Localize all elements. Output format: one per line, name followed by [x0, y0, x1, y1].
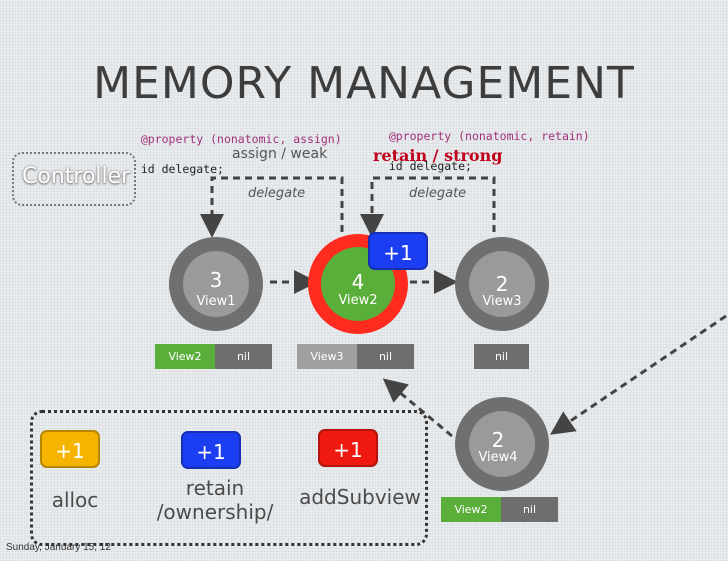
view4-count: 2 — [491, 428, 505, 452]
code-assign: @property (nonatomic, assign) id delegat… — [127, 117, 342, 177]
code-assign-keyword: @property — [140, 132, 204, 146]
retain-label: retain /ownership/ — [156, 476, 274, 524]
retain-badge-view2: +1 — [368, 232, 428, 270]
alloc-badge: +1 — [40, 430, 100, 468]
code-assign-decl: id delegate; — [140, 162, 224, 176]
code-assign-attrs: (nonatomic, assign) — [210, 132, 342, 146]
view4-circle[interactable] — [452, 394, 552, 494]
view3-circle[interactable] — [452, 234, 552, 334]
view1-circle[interactable] — [166, 234, 266, 334]
view4-name: View4 — [478, 450, 518, 465]
view3-prop-nil: nil — [474, 344, 529, 369]
view1-prop-value: View2 — [155, 344, 215, 369]
delegate-arrow-left — [200, 176, 344, 238]
delegate-label-right: delegate — [409, 186, 467, 201]
footer-date: Sunday, January 15, 12 — [6, 542, 111, 553]
code-retain-keyword: @property — [388, 129, 452, 143]
view2-prop-value: View3 — [297, 344, 357, 369]
delegate-label-left: delegate — [248, 186, 306, 201]
retain-badge: +1 — [181, 431, 241, 469]
view2-name: View2 — [338, 293, 378, 308]
code-retain-attrs: (nonatomic, retain) — [458, 129, 590, 143]
view2-prop-nil: nil — [357, 344, 414, 369]
view1-count: 3 — [209, 268, 223, 292]
view3-name: View3 — [482, 294, 522, 309]
delegate-arrow-right — [360, 176, 496, 238]
legend-box — [30, 410, 428, 546]
controller-label: Controller — [22, 164, 131, 189]
view4-properties: View2 nil — [441, 497, 558, 522]
code-retain-decl: id delegate; — [388, 159, 472, 173]
controller-frame — [12, 152, 136, 206]
retain-strong-label: retain / strong — [373, 146, 503, 165]
page-title: MEMORY MANAGEMENT — [93, 58, 635, 109]
view4-prop-value: View2 — [441, 497, 501, 522]
view2-properties: View3 nil — [297, 344, 414, 369]
view4-prop-nil: nil — [501, 497, 558, 522]
view3-properties: nil — [474, 344, 529, 369]
view3-count: 2 — [495, 272, 509, 296]
addsubview-label: addSubview — [299, 485, 421, 509]
view2-count: 4 — [351, 270, 365, 294]
arrow-into-view4 — [550, 314, 727, 435]
code-retain: @property (nonatomic, retain) id delegat… — [375, 114, 590, 174]
view1-properties: View2 nil — [155, 344, 272, 369]
alloc-label: alloc — [51, 488, 99, 512]
view1-prop-nil: nil — [215, 344, 272, 369]
view1-name: View1 — [196, 294, 236, 309]
assign-weak-label: assign / weak — [232, 146, 328, 162]
addsubview-badge: +1 — [318, 429, 378, 467]
